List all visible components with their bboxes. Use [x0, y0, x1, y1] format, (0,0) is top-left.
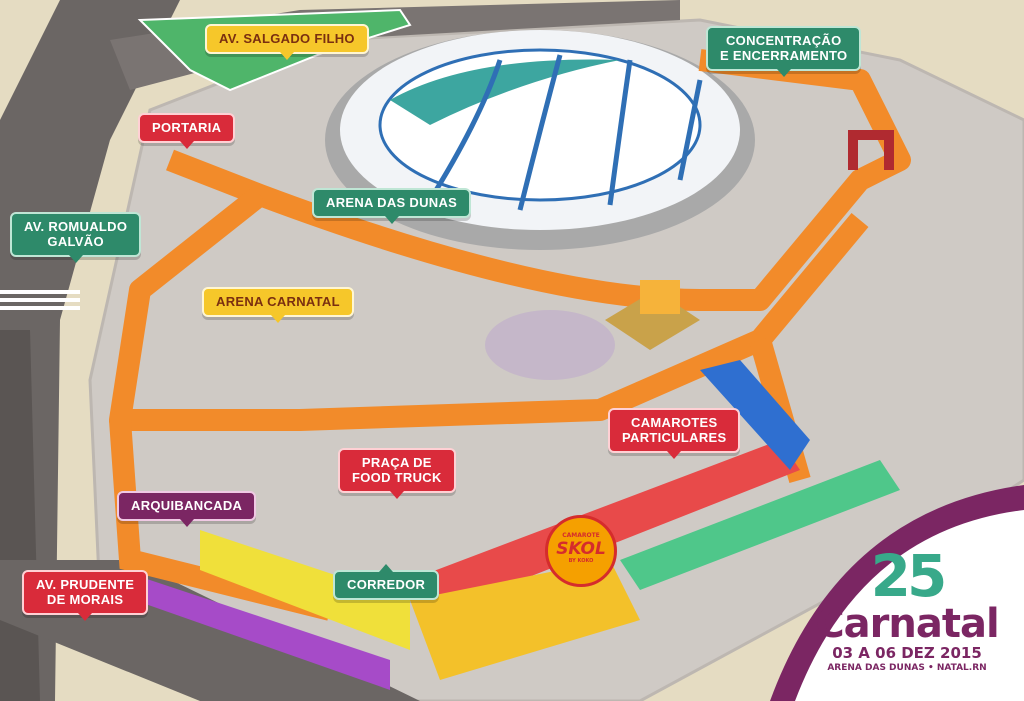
label-av-salgado-filho[interactable]: AV. SALGADO FILHO [205, 24, 369, 60]
arquibancada-yellow [200, 530, 410, 650]
logo-panel [795, 510, 1024, 701]
stage-arena-carnatal [605, 280, 700, 350]
crosswalk [0, 290, 80, 310]
label-corredor[interactable]: CORREDOR [333, 564, 440, 600]
carnatal-logo: 25 Carnatal 03 A 06 DEZ 2015 ARENA DAS D… [812, 542, 1002, 698]
logo-dates: 03 A 06 DEZ 2015 [832, 644, 982, 662]
camarotes-blue [700, 360, 810, 470]
label-camarotes-particulares[interactable]: CAMAROTES PARTICULARES [608, 408, 741, 459]
label-portaria[interactable]: PORTARIA [138, 113, 236, 149]
label-arena-das-dunas[interactable]: ARENA DAS DUNAS [312, 188, 472, 224]
road-romualdo-galvao [0, 0, 180, 701]
label-arena-carnatal[interactable]: ARENA CARNATAL [202, 287, 354, 323]
arquibancada-purple [120, 570, 390, 690]
area-green [620, 460, 900, 590]
label-av-romualdo-galvao[interactable]: AV. ROMUALDO GALVÃO [10, 212, 142, 263]
corredor-yellow [410, 560, 640, 680]
label-arquibancada[interactable]: ARQUIBANCADA [117, 491, 257, 527]
camarote-skol-badge[interactable]: CAMAROTE SKOL BY KOKO [545, 515, 617, 587]
gate-concentracao [848, 130, 894, 170]
label-praca-de-food-truck[interactable]: PRAÇA DE FOOD TRUCK [338, 448, 456, 499]
logo-number: 25 [870, 542, 948, 610]
logo-place: ARENA DAS DUNAS • NATAL.RN [827, 663, 987, 673]
label-av-prudente-de-morais[interactable]: AV. PRUDENTE DE MORAIS [22, 570, 149, 621]
route-upper [166, 49, 911, 311]
crowd [485, 310, 615, 380]
logo-brand: Carnatal [815, 601, 999, 647]
label-concentracao-encerramento[interactable]: CONCENTRAÇÃO E ENCERRAMENTO [706, 26, 862, 77]
stadium-arena-das-dunas [325, 30, 755, 250]
